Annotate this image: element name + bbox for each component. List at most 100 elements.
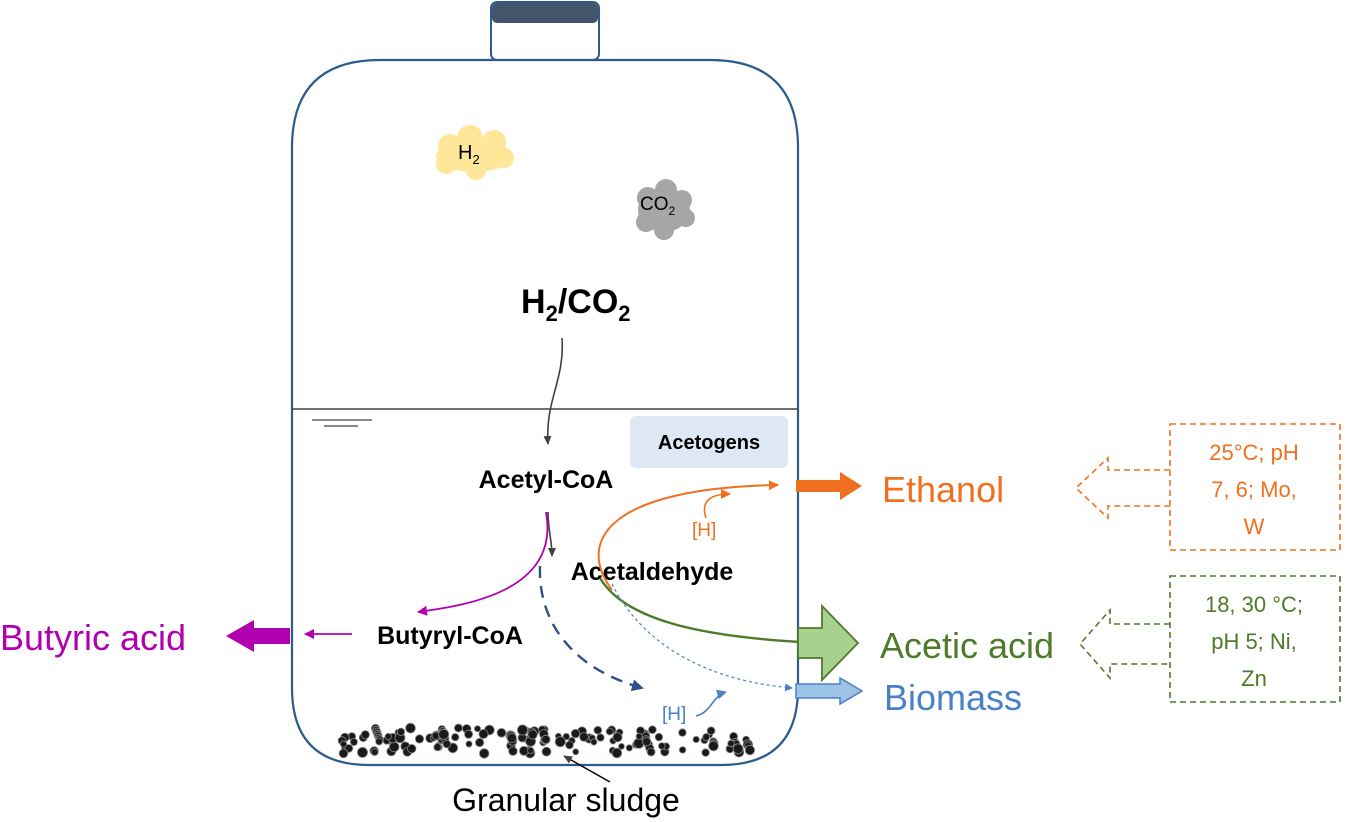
sludge-granule <box>611 747 623 759</box>
sludge-granule <box>732 743 744 755</box>
co2-cloud-label: CO <box>640 194 669 215</box>
ethanol-output-arrow <box>796 472 862 500</box>
sludge-granule <box>451 733 460 742</box>
sludge-granule <box>473 725 481 733</box>
acetic-acid-output-arrow <box>797 603 860 683</box>
sludge-granule <box>692 735 700 744</box>
ethanol-conditions-dashed-arrow <box>1074 456 1170 520</box>
acetaldehyde-to-acetic-acid-curve <box>598 577 801 644</box>
sludge-granule <box>570 728 581 739</box>
acetogens-label: Acetogens <box>658 432 760 454</box>
co2-cloud-subscript: 2 <box>669 204 676 218</box>
acetaldehyde-to-biomass-path <box>611 583 793 692</box>
sludge-granule <box>612 732 623 743</box>
sludge-granule <box>370 748 379 756</box>
sludge-granule <box>474 737 485 748</box>
acetaldehyde-label: Acetaldehyde <box>571 558 734 586</box>
sludge-granule <box>464 729 474 739</box>
granular-sludge-label: Granular sludge <box>452 782 680 818</box>
sludge-granule <box>433 743 442 752</box>
acetaldehyde-to-ethanol-arrow <box>597 480 779 591</box>
reactor-lid <box>490 1 600 61</box>
sludge-granule <box>744 744 756 756</box>
acetic-acid-label: Acetic acid <box>880 625 1054 666</box>
sludge-granule <box>562 732 570 741</box>
sludge-granule <box>360 730 370 740</box>
ethanol-condition-line-2: 7, 6; Mo, <box>1211 477 1297 502</box>
sludge-granule <box>517 724 529 736</box>
sludge-granule <box>572 748 580 756</box>
feed-gas-label: H2/CO2 <box>521 283 631 326</box>
reactor-vessel <box>290 58 800 767</box>
sludge-granule <box>657 742 666 750</box>
h2-cloud-subscript: 2 <box>472 152 479 167</box>
sludge-granule <box>478 729 489 740</box>
ethanol-condition-line-3: W <box>1244 514 1265 539</box>
sludge-granule <box>414 734 425 744</box>
acetic-condition-line-1: 18, 30 °C; <box>1205 592 1303 617</box>
sludge-granule <box>508 746 518 756</box>
sludge-granule <box>396 727 406 736</box>
sludge-granule <box>565 740 574 750</box>
butyryl-coa-label: Butyryl-CoA <box>377 622 523 650</box>
svg-text:H2: H2 <box>458 142 480 167</box>
sludge-granule <box>442 739 452 749</box>
co2-cloud: CO2 <box>636 179 695 240</box>
h2-cloud-label: H <box>458 142 472 164</box>
sludge-granule <box>646 747 656 757</box>
sludge-granule <box>654 732 664 742</box>
liquid-level-symbol <box>312 419 372 427</box>
feed-to-acetyl-coa-arrow <box>543 337 564 445</box>
acetic-acid-conditions-dashed-arrow <box>1078 607 1170 681</box>
acetogens-box: Acetogens <box>630 416 788 468</box>
sludge-granule <box>479 748 490 759</box>
sludge-granule <box>635 732 643 740</box>
ethanol-label: Ethanol <box>882 469 1004 510</box>
butyric-acid-output-arrow <box>226 620 290 652</box>
biomass-output-arrow <box>795 676 864 706</box>
sludge-granule <box>527 746 535 755</box>
sludge-granule <box>349 738 358 747</box>
sludge-granule <box>605 727 614 736</box>
butyric-acid-label: Butyric acid <box>0 617 186 658</box>
sludge-granule <box>596 733 605 742</box>
sludge-granule <box>727 739 735 748</box>
h-blue-input-arrow <box>695 689 727 717</box>
sludge-granule <box>625 744 633 752</box>
sludge-granule <box>388 741 400 753</box>
svg-text:CO2: CO2 <box>640 194 676 218</box>
sludge-granule <box>465 740 473 748</box>
sludge-granule <box>648 725 657 734</box>
sludge-granule <box>706 726 716 735</box>
h2-cloud: H2 <box>436 125 514 180</box>
sludge-granule <box>375 737 384 746</box>
sludge-granule <box>593 725 603 735</box>
granular-sludge-particles <box>337 722 756 759</box>
sludge-granule <box>338 748 349 759</box>
sludge-granule <box>701 748 710 757</box>
acetyl-coa-label: Acetyl-CoA <box>479 466 614 494</box>
sludge-granule <box>453 723 463 733</box>
sludge-granule <box>356 746 368 758</box>
sludge-granule <box>527 729 538 740</box>
sludge-granule <box>541 734 551 745</box>
sludge-granule <box>384 732 392 741</box>
acetyl-coa-to-acetaldehyde-arrow <box>547 511 556 557</box>
h-orange-label: [H] <box>692 520 716 541</box>
acetic-condition-line-3: Zn <box>1241 666 1267 691</box>
acetic-condition-line-2: pH 5; Ni, <box>1211 629 1297 654</box>
sludge-granule <box>405 722 416 734</box>
sludge-granule <box>496 727 507 738</box>
granular-sludge-pointer <box>563 755 611 783</box>
sludge-granule <box>678 728 687 737</box>
h-blue-label: [H] <box>662 704 686 725</box>
sludge-granule <box>407 744 417 754</box>
sludge-granule <box>618 743 625 750</box>
h-orange-input-arrow <box>703 489 731 519</box>
sludge-granule <box>642 737 652 747</box>
sludge-granule <box>590 738 598 746</box>
sludge-granule <box>678 746 687 754</box>
sludge-granule <box>541 746 552 757</box>
sludge-granule <box>708 740 719 752</box>
